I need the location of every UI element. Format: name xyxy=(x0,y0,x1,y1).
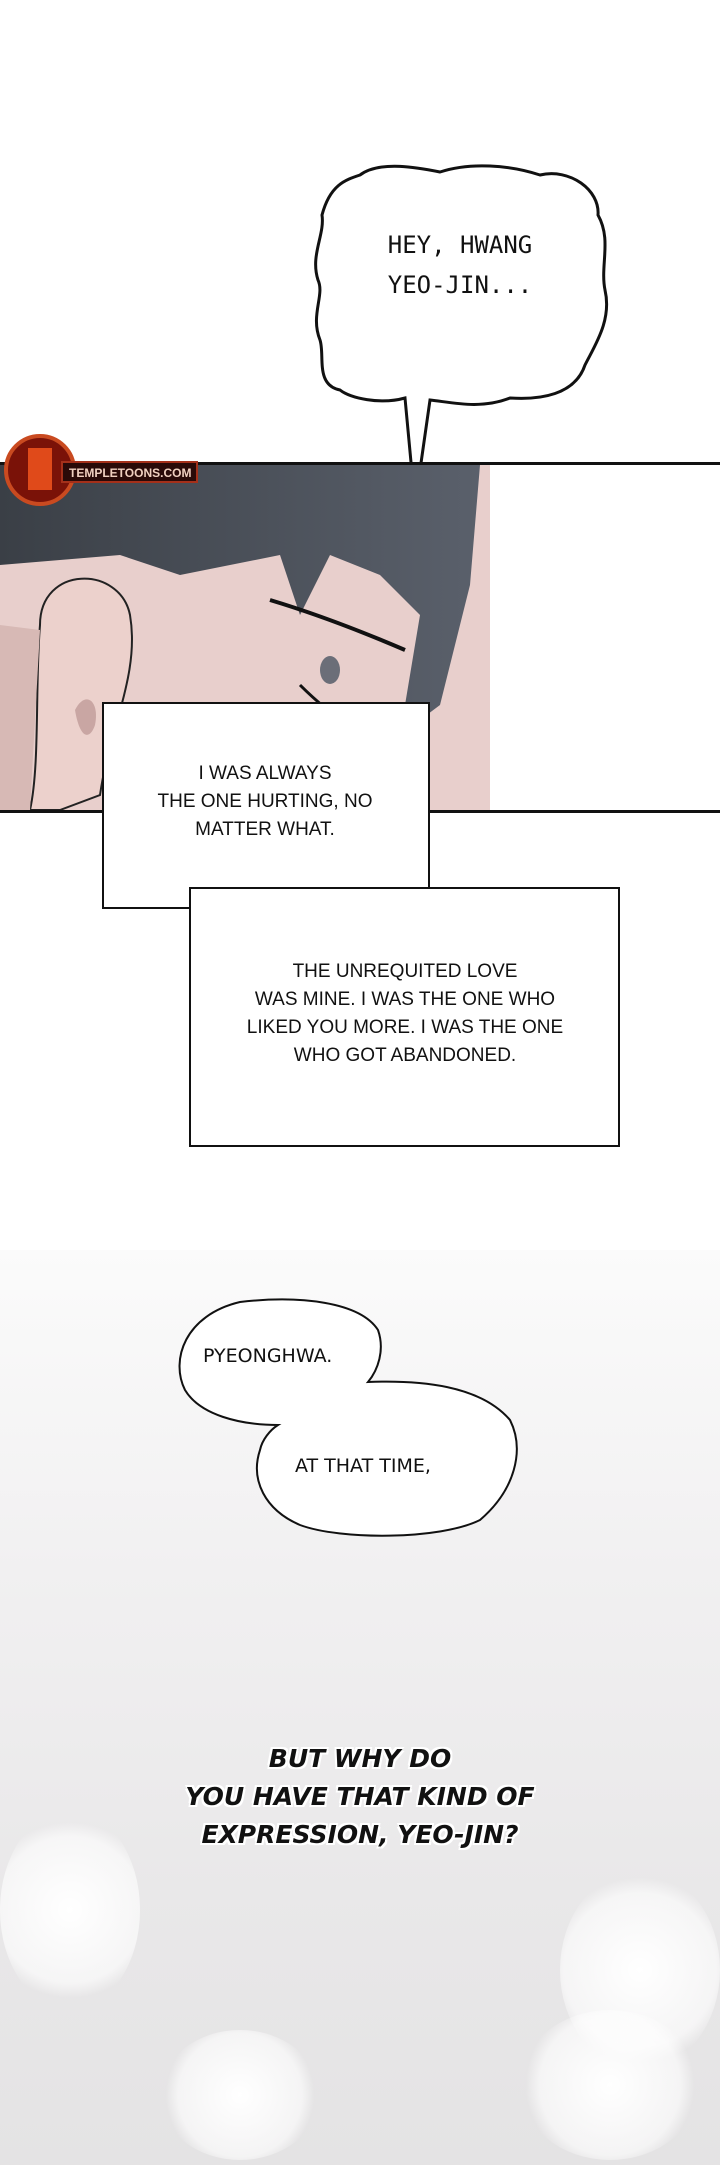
bokeh-light xyxy=(160,2030,320,2160)
narration-line: LIKED YOU MORE. I WAS THE ONE xyxy=(246,1017,564,1038)
narration-text-2: THE UNREQUITED LOVE WAS MINE. I WAS THE … xyxy=(205,958,605,1070)
character-face-illustration xyxy=(0,465,720,810)
narration-text-1: I WAS ALWAYS THE ONE HURTING, NO MATTER … xyxy=(120,760,410,844)
watermark-text: TEMPLETOONS.COM xyxy=(69,466,191,480)
narration-line: THE ONE HURTING, NO xyxy=(157,791,373,812)
bokeh-light xyxy=(0,1810,140,2010)
narration-line: MATTER WHAT. xyxy=(195,819,335,840)
speech-line: HEY, HWANG xyxy=(387,231,533,259)
narration-box-2 xyxy=(189,887,620,1147)
narration-line: WHO GOT ABANDONED. xyxy=(293,1045,517,1066)
temple-logo-icon: TEMPLETOONS.COM xyxy=(4,434,198,506)
caption-line: YOU HAVE THAT KIND OF xyxy=(185,1782,535,1811)
box-overlap-mask xyxy=(191,889,428,907)
face-panel xyxy=(0,462,720,813)
speech-line: YEO-JIN... xyxy=(387,271,533,299)
narration-line: WAS MINE. I WAS THE ONE WHO xyxy=(254,989,556,1010)
bokeh-light xyxy=(520,2010,700,2160)
narration-box-1 xyxy=(102,702,430,909)
speech-bubble-hey xyxy=(314,164,609,506)
speech-bubble-1-text: HEY, HWANG YEO-JIN... xyxy=(330,225,590,305)
speech-bubble-2-text: PYEONGHWA. xyxy=(203,1345,333,1367)
speech-bubble-pyeonghwa xyxy=(178,1298,518,1537)
templetoons-watermark-logo: TEMPLETOONS.COM xyxy=(2,430,202,510)
caption-line: BUT WHY DO xyxy=(268,1744,452,1773)
final-caption: BUT WHY DO YOU HAVE THAT KIND OF EXPRESS… xyxy=(0,1740,720,1854)
caption-line: EXPRESSION, YEO-JIN? xyxy=(201,1820,519,1849)
narration-line: THE UNREQUITED LOVE xyxy=(292,961,518,982)
speech-bubble-3-text: AT THAT TIME, xyxy=(295,1455,431,1477)
narration-line: I WAS ALWAYS xyxy=(198,763,332,784)
